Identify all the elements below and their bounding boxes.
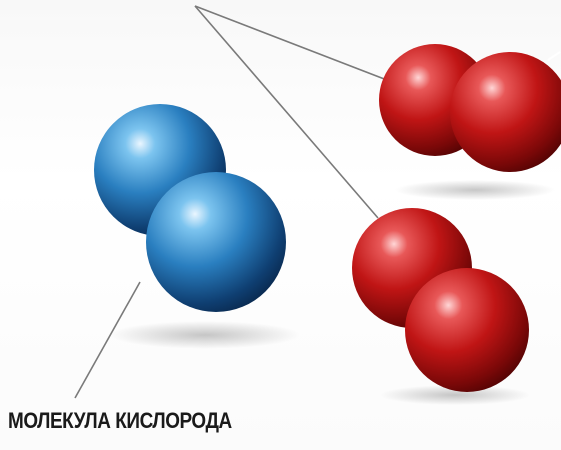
red-atom xyxy=(405,268,529,392)
red-molecule-top xyxy=(379,44,561,200)
edge-mark xyxy=(547,51,561,61)
red-molecule-bottom xyxy=(352,208,530,405)
oxygen-molecule-label: МОЛЕКУЛА КИСЛОРОДА xyxy=(8,408,232,433)
pointer-lines xyxy=(74,5,393,399)
oxygen-atom xyxy=(146,172,286,312)
pointer-line-bottom-molecule xyxy=(194,5,379,219)
oxygen-molecule xyxy=(94,104,300,349)
red-atom xyxy=(450,52,561,172)
pointer-line-top-molecule xyxy=(194,5,393,83)
pointer-line-oxygen xyxy=(74,281,141,399)
